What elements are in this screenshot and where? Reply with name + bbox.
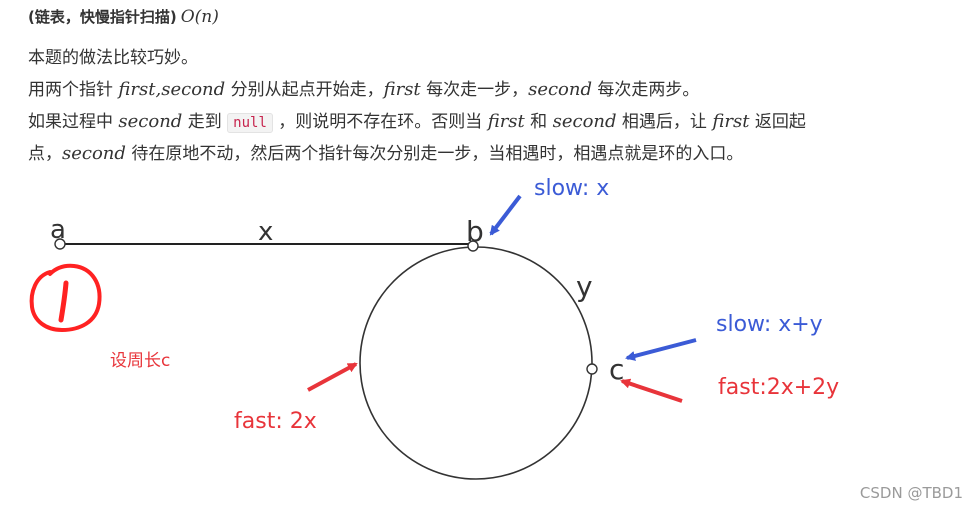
inline-code-null: null (227, 113, 273, 133)
annotation-circumference: 设周长c (110, 351, 170, 371)
annotation-slow-b: slow: x (534, 176, 609, 201)
arrow-slow-b (489, 194, 522, 236)
annotation-slow-c: slow: x+y (716, 312, 823, 337)
text-fragment: 和 (524, 112, 553, 132)
label-b: b (466, 215, 484, 248)
section-heading: (链表，快慢指针扫描)O(n) (28, 6, 219, 27)
paragraph-meeting: 点，second 待在原地不动，然后两个指针每次分别走一步，当相遇时，相遇点就是… (28, 138, 743, 170)
comma: , (155, 79, 162, 100)
var-first: first (487, 111, 525, 132)
text-fragment: 用两个指针 (28, 80, 119, 100)
arrow-fast-c (620, 378, 683, 403)
var-second: second (552, 111, 617, 132)
paragraph-pointers: 用两个指针 first,second 分别从起点开始走，first 每次走一步，… (28, 74, 699, 106)
node-b (467, 240, 479, 252)
var-first: first (712, 111, 750, 132)
var-second: second (528, 79, 593, 100)
node-c (586, 363, 598, 375)
label-a: a (50, 215, 66, 245)
text-fragment: ，则说明不存在环。否则当 (272, 112, 488, 132)
label-x: x (258, 217, 273, 247)
text-fragment: 返回起 (749, 112, 806, 132)
text-fragment: 每次走两步。 (592, 80, 700, 100)
var-first: first (383, 79, 421, 100)
label-y: y (576, 270, 593, 303)
var-first: first (118, 79, 156, 100)
text-fragment: 如果过程中 (28, 112, 119, 132)
complexity-formula: O(n) (180, 7, 219, 27)
watermark: CSDN @TBD1 (859, 484, 963, 502)
var-second: second (62, 143, 126, 164)
text-fragment: 分别从起点开始走， (225, 80, 384, 100)
text-fragment: 待在原地不动，然后两个指针每次分别走一步，当相遇时，相遇点就是环的入口。 (125, 144, 744, 164)
node-a (54, 238, 66, 250)
text-fragment: 每次走一步， (420, 80, 529, 100)
cycle-ring (359, 246, 593, 480)
paragraph-intro: 本题的做法比较巧妙。 (28, 48, 198, 68)
paragraph-condition: 如果过程中 second 走到 null ，则说明不存在环。否则当 first … (28, 106, 806, 139)
label-c: c (609, 353, 624, 386)
var-second: second (161, 79, 226, 100)
handwritten-circled-one (29, 263, 102, 333)
heading-text: (链表，快慢指针扫描) (28, 8, 177, 26)
text-fragment: 点， (28, 144, 62, 164)
annotation-fast-c: fast:2x+2y (718, 375, 839, 400)
text-fragment: 走到 (182, 112, 228, 132)
annotation-fast-left: fast: 2x (234, 409, 317, 434)
arrow-fast-left (307, 362, 358, 392)
text-fragment: 相遇后，让 (616, 112, 713, 132)
arrow-slow-c (625, 338, 697, 361)
var-second: second (118, 111, 183, 132)
